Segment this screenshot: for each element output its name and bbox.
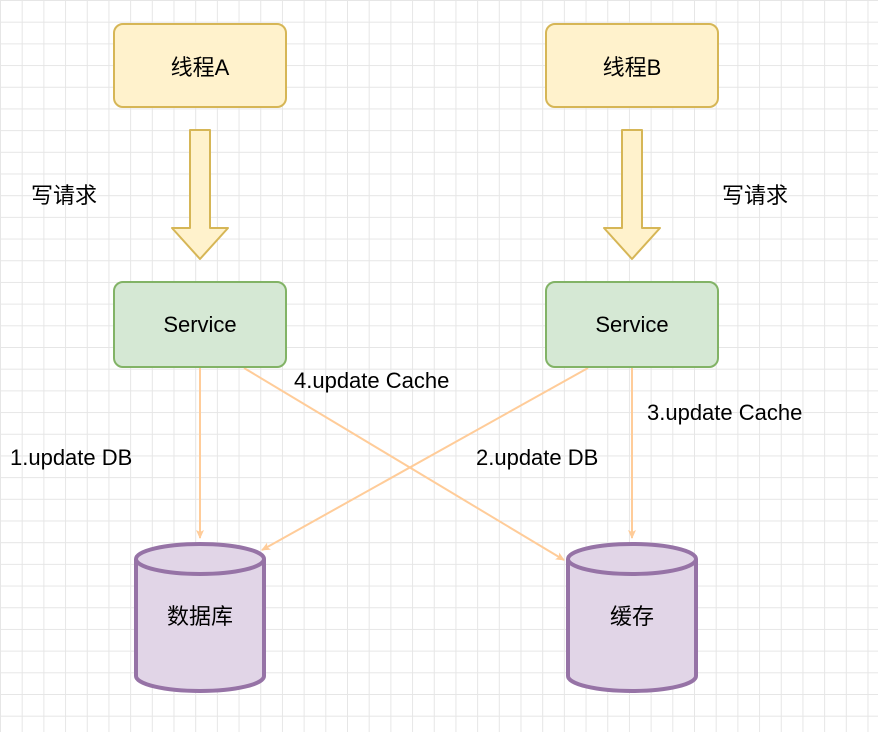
- thread-a-label: 线程A: [170, 54, 230, 80]
- edge-4-update-cache: [243, 367, 565, 561]
- edge-label-step1: 1.update DB: [10, 445, 133, 470]
- block-arrow-b: [603, 129, 661, 260]
- edge-2-update-db: [261, 367, 589, 551]
- block-arrow-a: [171, 129, 229, 260]
- service-a-label: Service: [163, 311, 237, 337]
- service-a-box: Service: [113, 281, 287, 368]
- edge-label-step3: 3.update Cache: [647, 400, 803, 425]
- thread-b-box: 线程B: [545, 23, 719, 108]
- edge-label-step4: 4.update Cache: [294, 368, 450, 393]
- database-label: 数据库: [166, 604, 233, 629]
- write-request-label-b: 写请求: [722, 183, 789, 208]
- service-b-box: Service: [545, 281, 719, 368]
- write-request-label-a: 写请求: [31, 183, 98, 208]
- cache-cylinder: [566, 542, 698, 693]
- service-b-label: Service: [595, 311, 669, 337]
- edge-label-step2: 2.update DB: [476, 445, 599, 470]
- thread-a-box: 线程A: [113, 23, 287, 108]
- database-cylinder: [134, 542, 266, 693]
- thread-b-label: 线程B: [602, 54, 662, 80]
- cache-label: 缓存: [609, 604, 654, 629]
